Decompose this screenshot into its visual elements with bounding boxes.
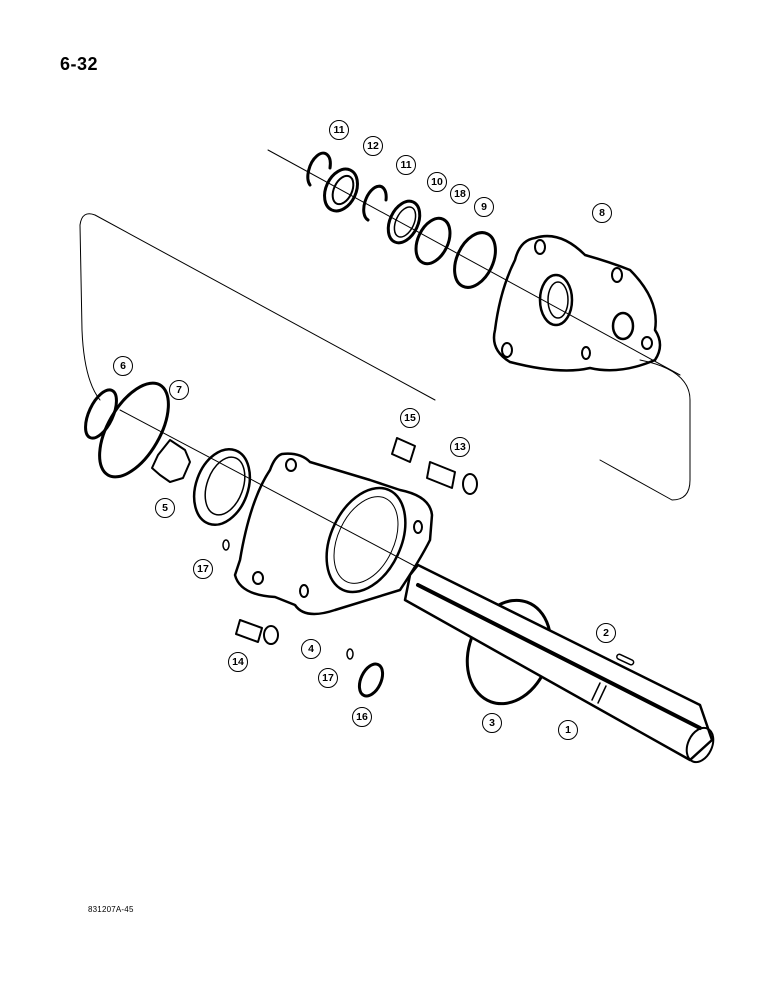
assembly-outline — [79, 213, 691, 501]
callout-11a: 11 — [329, 120, 349, 140]
inner-rotor-5 — [151, 439, 191, 483]
callout-11b: 11 — [396, 155, 416, 175]
o-ring-6 — [84, 388, 118, 440]
pump-housing-4 — [233, 452, 434, 616]
bolt-14 — [235, 619, 279, 645]
lower-axis-line — [119, 409, 461, 591]
callout-9: 9 — [474, 197, 494, 217]
callout-17a: 17 — [193, 559, 213, 579]
bearing-12 — [323, 167, 359, 213]
figure-code: 831207A-45 — [88, 905, 134, 914]
o-ring-18 — [414, 216, 452, 266]
callout-16: 16 — [352, 707, 372, 727]
callout-2: 2 — [596, 623, 616, 643]
upper-axis-line — [267, 149, 681, 376]
callout-3: 3 — [482, 713, 502, 733]
snap-ring-11a — [306, 151, 332, 187]
callout-17b: 17 — [318, 668, 338, 688]
callout-4: 4 — [301, 639, 321, 659]
cover-plate-8 — [492, 234, 662, 372]
callout-10: 10 — [427, 172, 447, 192]
o-ring-7 — [98, 381, 170, 479]
shaft-1 — [403, 563, 715, 764]
callout-15: 15 — [400, 408, 420, 428]
outer-rotor-5 — [192, 448, 252, 526]
seal-16 — [357, 662, 385, 698]
snap-ring-11b — [362, 184, 388, 222]
callout-1: 1 — [558, 720, 578, 740]
callout-7: 7 — [169, 380, 189, 400]
callout-13: 13 — [450, 437, 470, 457]
callout-12: 12 — [363, 136, 383, 156]
o-ring-9 — [453, 231, 497, 289]
o-ring-17b — [346, 648, 354, 660]
o-ring-17a — [222, 539, 230, 551]
dowel-15 — [391, 437, 416, 463]
key-2 — [616, 653, 635, 666]
bolt-13 — [426, 461, 478, 495]
callout-14: 14 — [228, 652, 248, 672]
callout-5: 5 — [155, 498, 175, 518]
page-number: 6-32 — [60, 54, 99, 74]
callout-18: 18 — [450, 184, 470, 204]
callout-6: 6 — [113, 356, 133, 376]
seal-10 — [386, 199, 422, 245]
callout-8: 8 — [592, 203, 612, 223]
